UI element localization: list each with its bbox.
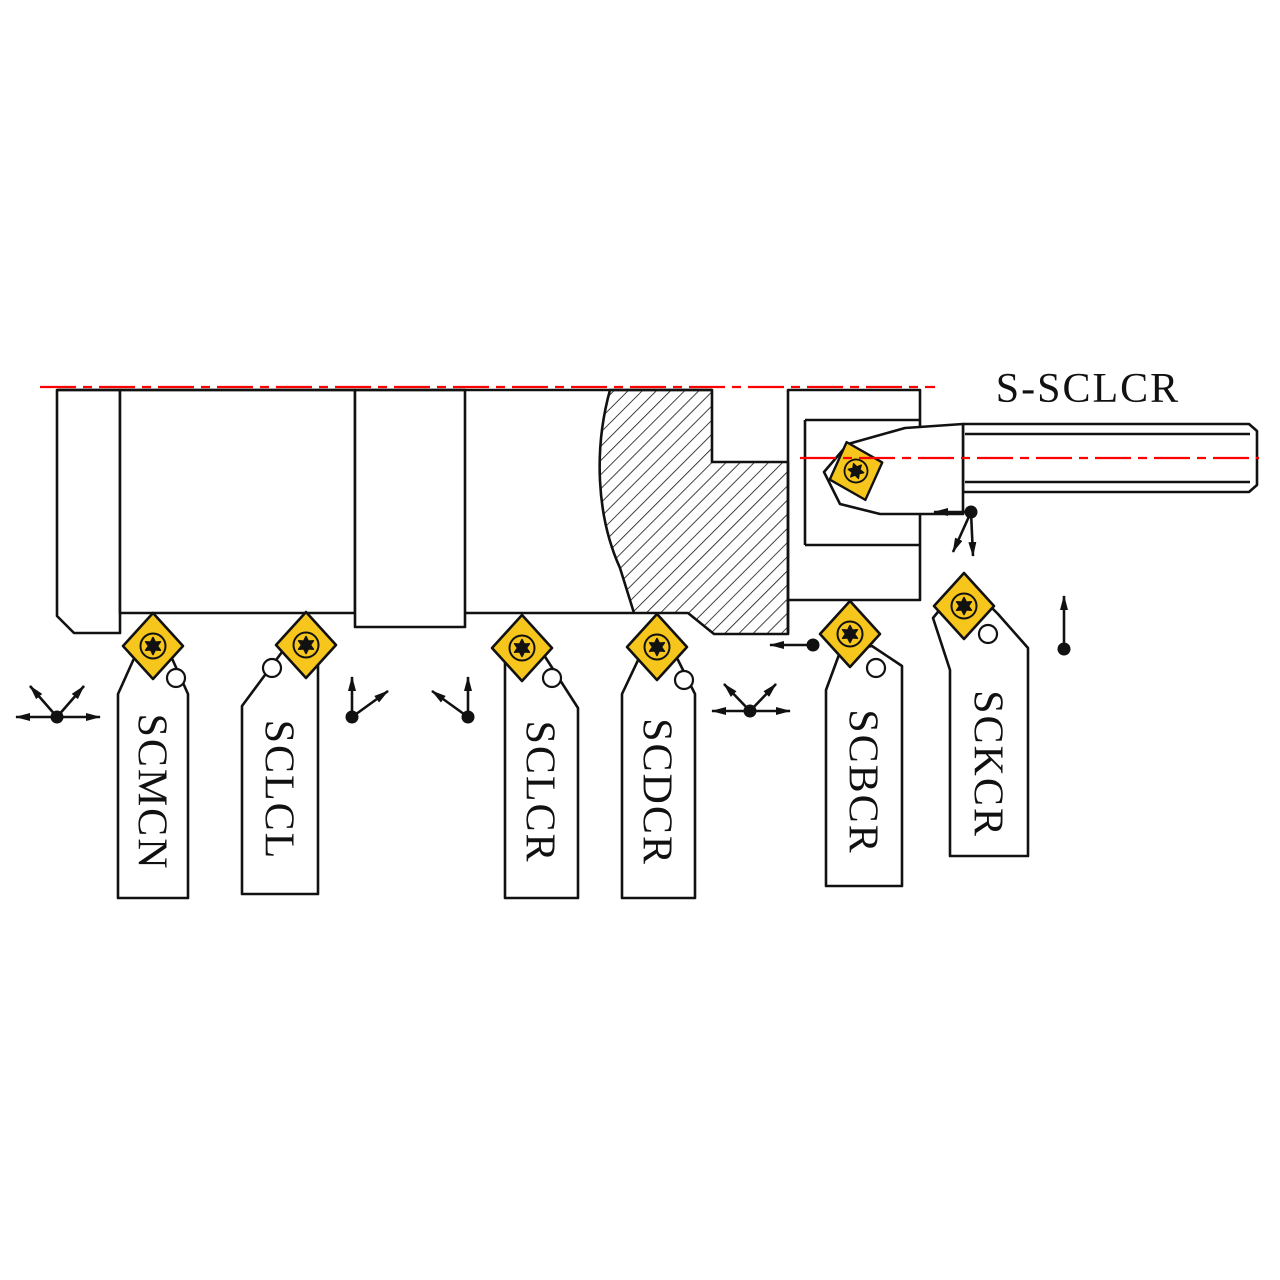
- tool-label: SCMCN: [128, 713, 174, 870]
- tool-label: SCLCR: [516, 720, 562, 863]
- tool-holder-sclcr: SCLCR: [490, 613, 580, 900]
- cross-section-hatch: [598, 388, 790, 636]
- feed-arrow-icon: [951, 511, 973, 553]
- bore-cavity-lines: [803, 418, 920, 547]
- holder-body: [824, 644, 904, 888]
- pocket-relief-hole: [865, 657, 887, 679]
- tool-holder-scdcr: SCDCR: [620, 612, 697, 900]
- tool-holder-sclcl: SCLCL: [240, 610, 338, 896]
- tool-holder-scbcr: SCBCR: [818, 599, 904, 888]
- feed-arrows-boring-bar: [933, 505, 978, 557]
- workpiece-left-flange: [55, 388, 122, 635]
- feed-arrows-scdcr: [711, 683, 791, 718]
- feed-arrow-icon: [29, 685, 58, 718]
- boring-bar-flats: [965, 432, 1250, 484]
- feed-arrows-scmcn: [15, 685, 101, 724]
- tool-holder-scmcn: SCMCN: [116, 611, 190, 900]
- workpiece-collar: [353, 388, 467, 629]
- pocket-relief-hole: [977, 623, 999, 645]
- feed-arrow-icon: [749, 683, 777, 712]
- tool-holder-sckcr: SCKCR: [931, 571, 1030, 858]
- pocket-relief-hole: [165, 667, 187, 689]
- tool-label: SCBCR: [839, 709, 885, 854]
- feed-arrow-icon: [56, 685, 85, 718]
- tool-label: SCDCR: [633, 718, 679, 866]
- workpiece-main-section: [118, 388, 357, 615]
- tool-label: SCLCL: [255, 720, 301, 861]
- feed-arrow-icon: [431, 689, 469, 719]
- pocket-relief-hole: [541, 667, 563, 689]
- pocket-relief-hole: [261, 657, 283, 679]
- feed-arrows-sckcr: [1057, 595, 1071, 656]
- feed-arrows-scbcr: [769, 638, 820, 652]
- feed-arrow-icon: [723, 683, 751, 712]
- feed-arrows-sclcl: [345, 676, 389, 724]
- boring-bar-s-sclcr: [819, 422, 1259, 516]
- feed-arrow-icon: [351, 689, 389, 719]
- feed-arrows-sclcr: [431, 676, 475, 724]
- tool-label: SCKCR: [964, 690, 1010, 838]
- diagram-title: S-SCLCR: [996, 366, 1180, 412]
- workpiece-profile: [55, 388, 922, 636]
- pocket-relief-hole: [673, 669, 695, 691]
- feed-arrow-icon: [968, 511, 977, 557]
